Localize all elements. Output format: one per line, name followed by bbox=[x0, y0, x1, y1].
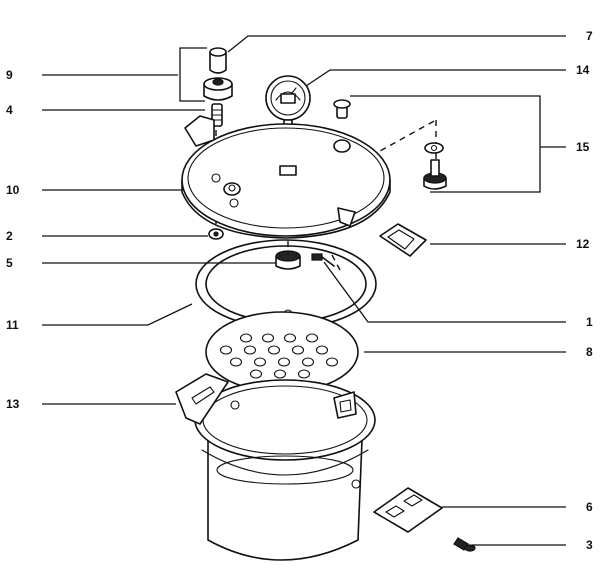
callout-labels: 7 9 14 4 15 10 2 12 5 11 1 8 13 6 3 bbox=[6, 29, 593, 552]
bracket-9 bbox=[179, 47, 207, 102]
part-7-cap bbox=[209, 47, 227, 74]
callout-label-8: 8 bbox=[586, 345, 593, 359]
part-5-valve-seat bbox=[275, 250, 301, 270]
callout-label-1: 1 bbox=[586, 315, 593, 329]
callout-label-7: 7 bbox=[586, 29, 593, 43]
callout-label-5: 5 bbox=[6, 256, 13, 270]
rack-hole bbox=[267, 345, 281, 355]
callout-label-9: 9 bbox=[6, 68, 13, 82]
part-12-handle bbox=[379, 223, 427, 257]
callout-label-14: 14 bbox=[576, 63, 590, 77]
rack-hole bbox=[291, 345, 305, 355]
callout-label-3: 3 bbox=[586, 538, 593, 552]
callout-label-6: 6 bbox=[586, 500, 593, 514]
callout-label-11: 11 bbox=[6, 318, 19, 332]
rack-hole bbox=[249, 369, 263, 379]
callout-label-13: 13 bbox=[6, 397, 20, 411]
leader-7 bbox=[227, 35, 566, 53]
part-15-safety-valve bbox=[333, 99, 447, 190]
callout-label-12: 12 bbox=[576, 237, 590, 251]
leader-14 bbox=[305, 69, 566, 87]
callout-label-2: 2 bbox=[6, 229, 13, 243]
part-9-regulator bbox=[203, 77, 233, 101]
part-1-screw bbox=[311, 253, 335, 267]
rack-hole bbox=[283, 333, 297, 343]
bracket-15 bbox=[350, 95, 541, 193]
callout-label-4: 4 bbox=[6, 103, 13, 117]
rack-hole bbox=[253, 357, 267, 367]
rack-hole bbox=[277, 357, 291, 367]
rack-hole bbox=[315, 345, 329, 355]
rack-hole bbox=[273, 369, 287, 379]
part-13-pot bbox=[175, 373, 376, 561]
rack-hole bbox=[243, 345, 257, 355]
part-10-plug bbox=[223, 182, 241, 196]
rack-hole bbox=[229, 357, 243, 367]
part-3-screw bbox=[453, 537, 476, 552]
rack-hole bbox=[301, 357, 315, 367]
leader-1 bbox=[323, 261, 566, 323]
rack-hole bbox=[305, 333, 319, 343]
rack-hole bbox=[261, 333, 275, 343]
part-2-nut bbox=[208, 228, 224, 240]
callout-label-10: 10 bbox=[6, 183, 20, 197]
rack-hole bbox=[219, 345, 233, 355]
lid bbox=[181, 115, 391, 239]
leader-11 bbox=[42, 303, 193, 326]
callout-label-15: 15 bbox=[576, 140, 590, 154]
part-14-pressure-gauge bbox=[265, 75, 311, 131]
rack-hole bbox=[297, 369, 311, 379]
rack-hole bbox=[239, 333, 253, 343]
rack-hole bbox=[325, 357, 339, 367]
leader-lines bbox=[42, 35, 566, 546]
part-6-handle bbox=[373, 487, 443, 533]
